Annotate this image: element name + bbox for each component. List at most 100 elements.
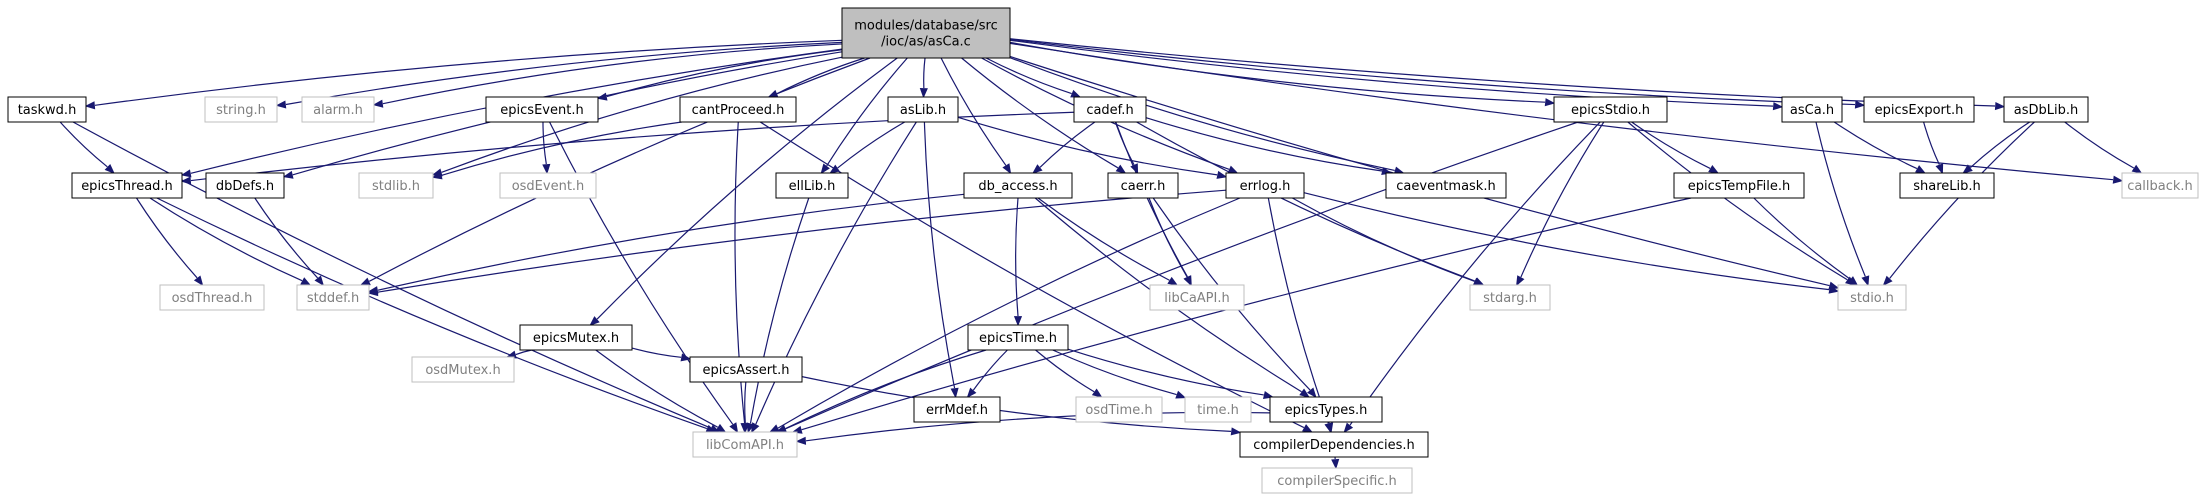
node-box-libComAPI [692, 431, 798, 458]
node-osdThread: osdThread.h [159, 284, 265, 311]
arrowhead-caerr-to-epicsTypes [1307, 387, 1317, 399]
arrowhead-taskwd-to-epicsThread [104, 163, 115, 174]
edge-asLib-to-libComAPI [755, 121, 917, 425]
edge-root-to-stddef [368, 57, 871, 282]
node-caerr[interactable]: caerr.h [1107, 172, 1179, 199]
node-errMdef[interactable]: errMdef.h [913, 396, 1001, 423]
node-box-epicsTypes [1269, 396, 1383, 423]
node-compilerSpecific: compilerSpecific.h [1261, 467, 1413, 494]
node-box-epicsMutex [519, 324, 633, 351]
arrowhead-epicsAssert-to-compilerDependencies [1230, 427, 1242, 436]
node-label-epicsTime: epicsTime.h [979, 331, 1057, 346]
node-root[interactable]: modules/database/src/ioc/as/asCa.c [841, 7, 1011, 59]
node-box-epicsEvent [485, 96, 599, 123]
node-label-libComAPI: libComAPI.h [706, 438, 784, 453]
node-errlog[interactable]: errlog.h [1225, 172, 1305, 199]
arrowhead-errlog-to-stdio [1828, 285, 1840, 294]
node-label-time: time.h [1197, 403, 1239, 418]
arrowhead-db_access-to-epicsTime [1013, 316, 1023, 327]
node-box-epicsTempFile [1673, 172, 1805, 199]
node-taskwd[interactable]: taskwd.h [7, 96, 87, 123]
edge-root-to-caerr [961, 57, 1119, 169]
node-db_access[interactable]: db_access.h [963, 172, 1073, 199]
node-label-stdlib: stdlib.h [372, 179, 420, 194]
node-box-time [1184, 396, 1252, 423]
node-label-epicsThread: epicsThread.h [81, 179, 173, 194]
node-stdio: stdio.h [1837, 284, 1907, 311]
edge-root-to-string [285, 41, 843, 106]
arrowhead-root-to-callback [2112, 175, 2124, 184]
node-box-epicsAssert [689, 356, 803, 383]
node-box-string [204, 96, 278, 123]
node-label-osdTime: osdTime.h [1085, 403, 1152, 418]
arrowhead-cantProceed-to-compilerDependencies [1302, 424, 1313, 433]
node-ellLib[interactable]: ellLib.h [775, 172, 849, 199]
arrowhead-epicsThread-to-osdThread [193, 275, 204, 287]
node-box-cadef [1073, 96, 1147, 123]
node-cadef[interactable]: cadef.h [1073, 96, 1147, 123]
edge-cadef-to-libCaAPI [1115, 121, 1188, 278]
edge-root-to-db_access [940, 57, 1007, 166]
node-epicsEvent[interactable]: epicsEvent.h [485, 96, 599, 123]
node-caeventmask[interactable]: caeventmask.h [1385, 172, 1507, 199]
node-cantProceed[interactable]: cantProceed.h [679, 96, 797, 123]
arrowhead-db_access-to-epicsTypes [1299, 388, 1310, 398]
node-box-epicsStdio [1553, 96, 1668, 123]
edge-db_access-to-epicsTime [1015, 197, 1019, 317]
node-box-osdThread [159, 284, 265, 311]
arrowhead-cadef-to-db_access [1032, 164, 1043, 174]
node-epicsTime[interactable]: epicsTime.h [967, 324, 1069, 351]
edge-root-to-ellLib [826, 57, 908, 167]
edge-cantProceed-to-compilerDependencies [759, 121, 1305, 429]
node-box-shareLib [1899, 172, 1995, 199]
node-epicsMutex[interactable]: epicsMutex.h [519, 324, 633, 351]
node-asLib[interactable]: asLib.h [887, 96, 959, 123]
edge-root-to-cadef [985, 57, 1072, 95]
node-epicsThread[interactable]: epicsThread.h [71, 172, 183, 199]
node-label-root: /ioc/as/asCa.c [881, 35, 971, 50]
node-label-ellLib: ellLib.h [789, 179, 836, 194]
node-asCa[interactable]: asCa.h [1781, 96, 1843, 123]
node-label-cadef: cadef.h [1086, 103, 1133, 118]
node-epicsTempFile[interactable]: epicsTempFile.h [1673, 172, 1805, 199]
arrowhead-root-to-epicsMutex [589, 316, 600, 326]
node-asDbLib[interactable]: asDbLib.h [2003, 96, 2089, 123]
node-box-dbDefs [205, 172, 285, 199]
edge-epicsThread-to-osdThread [135, 197, 198, 279]
node-box-stdlib [358, 172, 434, 199]
arrowhead-dbDefs-to-stddef [314, 275, 325, 287]
arrowhead-epicsTime-to-time [1175, 390, 1187, 399]
node-label-db_access: db_access.h [978, 179, 1057, 194]
node-label-libCaAPI: libCaAPI.h [1164, 291, 1229, 306]
edge-epicsAssert-to-libComAPI [744, 381, 747, 424]
node-epicsExport[interactable]: epicsExport.h [1863, 96, 1975, 123]
edge-root-to-asLib [923, 57, 926, 89]
arrowhead-root-to-dbDefs [282, 170, 294, 179]
arrowhead-root-to-cadef [1070, 89, 1082, 98]
edge-caerr-to-libCaAPI [1148, 197, 1188, 278]
node-label-epicsMutex: epicsMutex.h [533, 331, 619, 346]
node-epicsTypes[interactable]: epicsTypes.h [1269, 396, 1383, 423]
node-shareLib[interactable]: shareLib.h [1899, 172, 1995, 199]
node-label-osdThread: osdThread.h [172, 291, 253, 306]
edge-root-to-epicsMutex [596, 57, 898, 320]
edge-cadef-to-caeventmask [1145, 117, 1383, 172]
edge-asLib-to-errMdef [923, 121, 956, 389]
node-box-epicsTime [967, 324, 1069, 351]
node-epicsStdio[interactable]: epicsStdio.h [1553, 96, 1668, 123]
edge-asCa-to-shareLib [1833, 121, 1918, 170]
node-box-callback [2121, 172, 2199, 199]
arrowhead-epicsThread-to-stddef [300, 277, 312, 286]
node-compilerDependencies[interactable]: compilerDependencies.h [1239, 431, 1429, 458]
node-label-asCa: asCa.h [1790, 103, 1834, 118]
node-box-osdMutex [411, 356, 515, 383]
edge-cadef-to-db_access [1039, 121, 1096, 168]
node-osdEvent: osdEvent.h [499, 172, 597, 199]
node-box-alarm [301, 96, 375, 123]
node-label-stdarg: stdarg.h [1483, 291, 1537, 306]
node-dbDefs[interactable]: dbDefs.h [205, 172, 285, 199]
node-label-taskwd: taskwd.h [18, 103, 77, 118]
node-epicsAssert[interactable]: epicsAssert.h [689, 356, 803, 383]
arrowhead-asDbLib-to-callback [2131, 164, 2143, 174]
